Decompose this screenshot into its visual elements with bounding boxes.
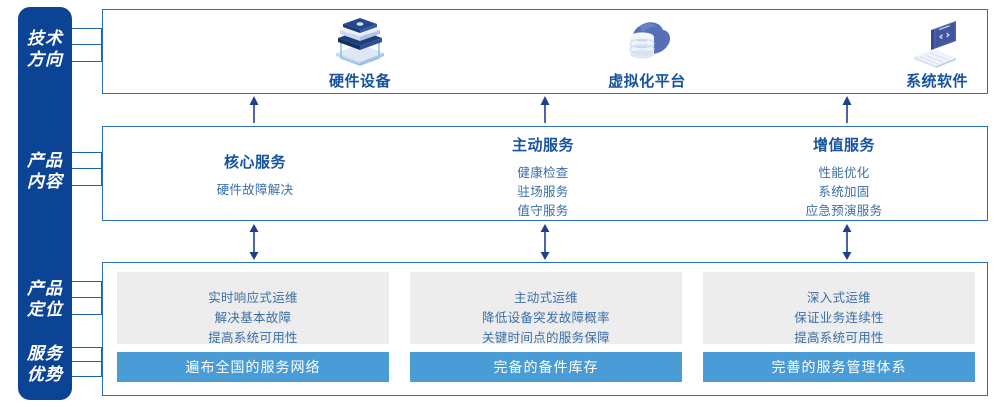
arrow-up-down-icon-2 bbox=[538, 224, 552, 265]
rail-label-tech-direction: 技术 方向 bbox=[18, 28, 72, 70]
content-item: 应急预演服务 bbox=[805, 204, 883, 218]
tech-item-virtualization[interactable]: 虚拟化平台 bbox=[547, 10, 747, 93]
content-item: 硬件故障解决 bbox=[216, 183, 294, 197]
content-column-proactive-service[interactable]: 主动服务 健康检查 驻场服务 值守服务 bbox=[413, 134, 673, 221]
advantage-card-2[interactable]: 完备的备件库存 bbox=[410, 352, 682, 382]
rail-label-tech-direction-line2: 方向 bbox=[27, 50, 63, 69]
tech-direction-box: 硬件设备 虚拟化平台 bbox=[102, 9, 988, 94]
positioning-line: 主动式运维 bbox=[513, 291, 578, 305]
connector-stub-tech bbox=[72, 44, 102, 45]
positioning-line: 降低设备突发故障概率 bbox=[481, 311, 610, 325]
arrow-up-icon-2 bbox=[538, 96, 552, 129]
tech-item-hardware[interactable]: 硬件设备 bbox=[260, 10, 460, 93]
rail-label-service-advantage-line1: 服务 bbox=[27, 344, 63, 363]
rail-label-product-content-line1: 产品 bbox=[27, 151, 63, 170]
positioning-line: 提高系统可用性 bbox=[208, 331, 298, 345]
rail-label-product-content: 产品 内容 bbox=[18, 150, 72, 192]
content-column-value-added-service-title: 增值服务 bbox=[812, 137, 875, 154]
positioning-line: 深入式运维 bbox=[806, 291, 871, 305]
content-column-core-service-title: 核心服务 bbox=[223, 154, 286, 171]
positioning-card-1[interactable]: 实时响应式运维 解决基本故障 提高系统可用性 bbox=[117, 272, 389, 345]
advantage-card-1[interactable]: 遍布全国的服务网络 bbox=[117, 352, 389, 382]
advantage-card-3[interactable]: 完善的服务管理体系 bbox=[703, 352, 975, 382]
content-item: 驻场服务 bbox=[517, 185, 569, 199]
rail-label-product-position-line2: 定位 bbox=[27, 300, 63, 319]
rail-label-tech-direction-line1: 技术 bbox=[27, 29, 63, 48]
positioning-line: 提高系统可用性 bbox=[794, 331, 884, 345]
content-item: 系统加固 bbox=[818, 185, 870, 199]
connector-bracket-tech bbox=[72, 28, 102, 62]
tech-item-system-software[interactable]: 系统软件 bbox=[837, 10, 1000, 93]
rail-label-product-content-line2: 内容 bbox=[27, 172, 63, 191]
content-column-proactive-service-title: 主动服务 bbox=[511, 137, 574, 154]
arrow-up-down-icon-1 bbox=[247, 224, 261, 265]
rail-label-service-advantage-line2: 优势 bbox=[27, 365, 63, 384]
rail-label-product-position-line1: 产品 bbox=[27, 279, 63, 298]
cloud-database-icon bbox=[614, 16, 680, 72]
positioning-card-3[interactable]: 深入式运维 保证业务连续性 提高系统可用性 bbox=[703, 272, 975, 345]
connector-bracket-position bbox=[72, 281, 102, 315]
tech-item-virtualization-label: 虚拟化平台 bbox=[608, 73, 686, 90]
connector-stub-content bbox=[72, 168, 102, 169]
left-rail bbox=[18, 7, 72, 400]
connector-stub-position bbox=[72, 297, 102, 298]
content-item: 健康检查 bbox=[517, 166, 569, 180]
product-position-box: 实时响应式运维 解决基本故障 提高系统可用性 主动式运维 降低设备突发故障概率 … bbox=[102, 262, 988, 396]
connector-bracket-content bbox=[72, 152, 102, 186]
server-stack-icon bbox=[327, 16, 393, 72]
content-column-value-added-service[interactable]: 增值服务 性能优化 系统加固 应急预演服务 bbox=[714, 134, 974, 221]
positioning-line: 关键时间点的服务保障 bbox=[481, 331, 610, 345]
product-content-box: 核心服务 硬件故障解决 主动服务 健康检查 驻场服务 值守服务 增值服务 性能优… bbox=[102, 126, 988, 221]
content-item: 值守服务 bbox=[517, 204, 569, 218]
connector-bracket-advantage bbox=[72, 347, 102, 377]
laptop-code-icon bbox=[904, 16, 970, 72]
content-item: 性能优化 bbox=[818, 166, 870, 180]
content-column-core-service[interactable]: 核心服务 硬件故障解决 bbox=[125, 151, 385, 200]
positioning-line: 实时响应式运维 bbox=[208, 291, 298, 305]
tech-item-hardware-label: 硬件设备 bbox=[328, 73, 391, 90]
positioning-line: 保证业务连续性 bbox=[794, 311, 884, 325]
positioning-line: 解决基本故障 bbox=[214, 311, 292, 325]
rail-label-product-position: 产品 定位 bbox=[18, 278, 72, 320]
arrow-up-icon-1 bbox=[247, 96, 261, 129]
connector-stub-advantage bbox=[72, 361, 102, 362]
positioning-card-2[interactable]: 主动式运维 降低设备突发故障概率 关键时间点的服务保障 bbox=[410, 272, 682, 345]
arrow-up-down-icon-3 bbox=[840, 224, 854, 265]
rail-label-service-advantage: 服务 优势 bbox=[18, 343, 72, 385]
arrow-up-icon-3 bbox=[840, 96, 854, 129]
tech-item-system-software-label: 系统软件 bbox=[905, 73, 968, 90]
